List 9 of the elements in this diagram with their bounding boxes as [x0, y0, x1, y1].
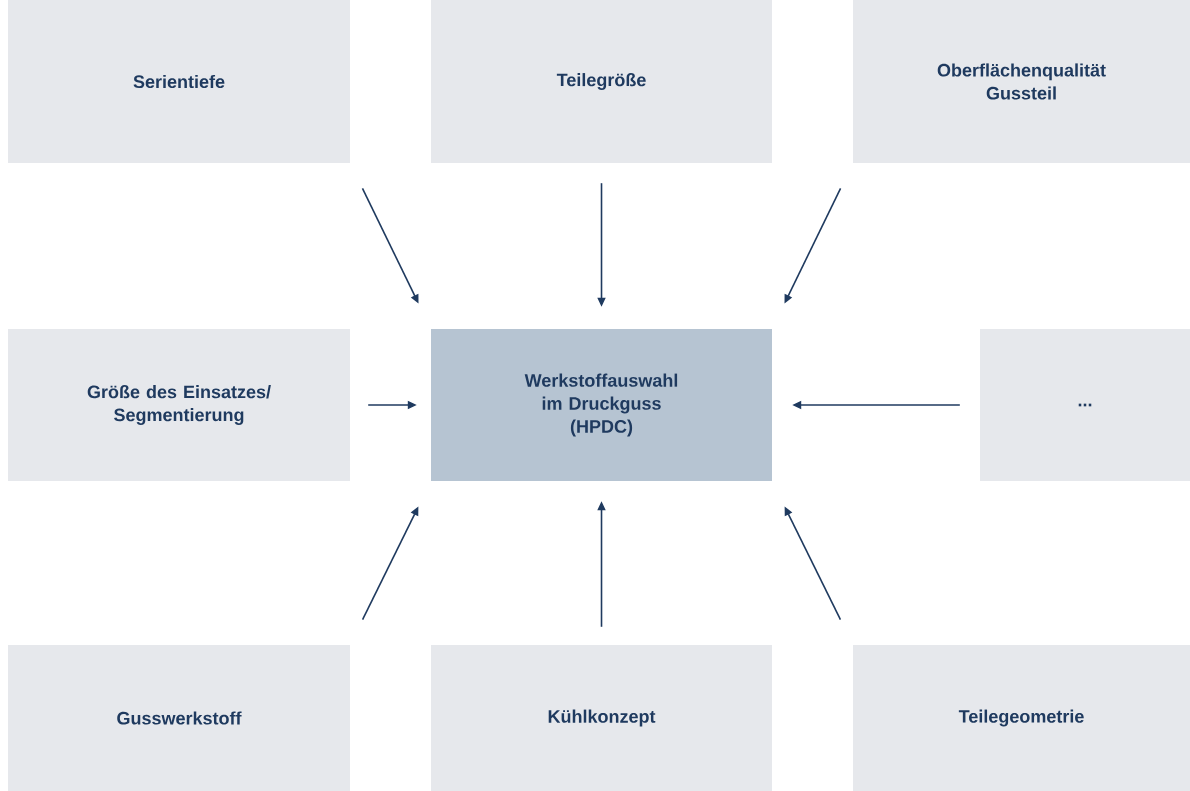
factor-box: Kühlkonzept	[431, 645, 772, 791]
central-box: Werkstoffauswahl im Druckguss (HPDC)	[431, 329, 772, 481]
factor-box: Größe des Einsatzes/ Segmentierung	[8, 329, 350, 481]
factor-box: Oberflächenqualität Gussteil	[853, 0, 1190, 163]
factor-box: Teilegröße	[431, 0, 772, 163]
factor-box: Serientiefe	[8, 0, 350, 163]
factor-box: Teilegeometrie	[853, 645, 1190, 791]
factor-box: Gusswerkstoff	[8, 645, 350, 791]
factor-box: ...	[980, 329, 1190, 481]
